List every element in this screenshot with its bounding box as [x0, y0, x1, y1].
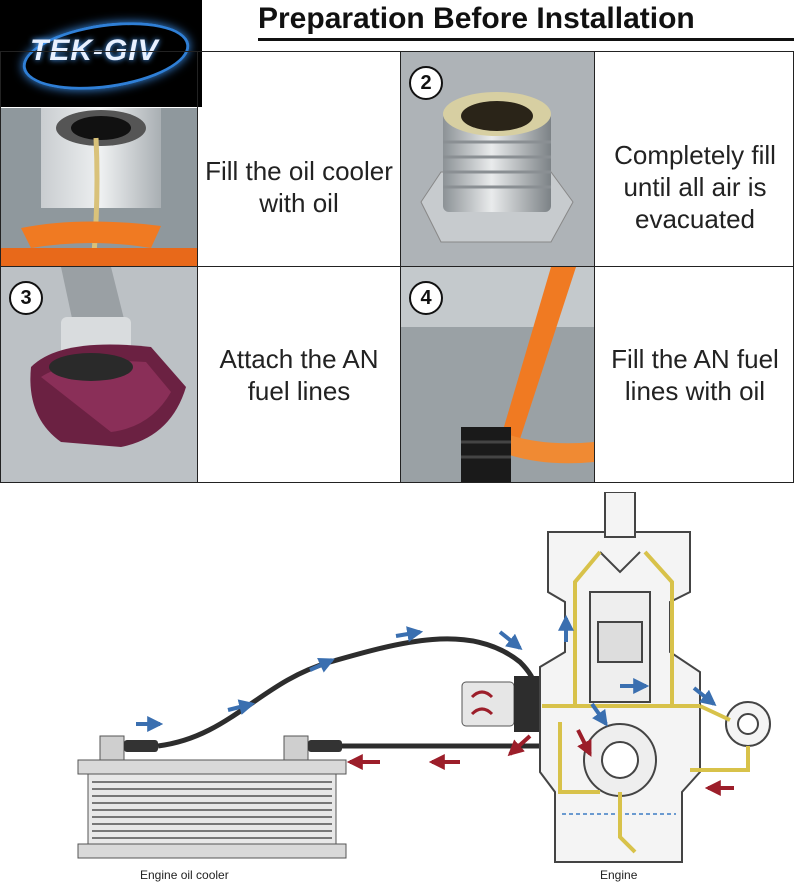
step-4-caption: Fill the AN fuel lines with oil — [611, 343, 779, 406]
supply-hose — [157, 636, 539, 749]
logo-text: TEK-GIV — [30, 34, 159, 67]
step-3-badge: 3 — [9, 281, 43, 315]
engine-label: Engine — [600, 868, 638, 882]
oil-passages — [542, 550, 750, 854]
step-3-caption: Attach the AN fuel lines — [219, 343, 379, 406]
return-flow-arrows — [346, 729, 734, 796]
title-underline — [258, 38, 794, 41]
oil-flow-diagram: Engine oil cooler Engine — [0, 491, 800, 886]
step-2-badge: 2 — [409, 66, 443, 100]
supply-flow-arrows — [136, 614, 717, 732]
adapter-block-icon — [461, 676, 542, 732]
oil-cooler-icon — [77, 735, 347, 859]
page-title: Preparation Before Installation — [258, 2, 695, 35]
step-1-caption: Fill the oil cooler with oil — [205, 156, 393, 218]
steps-grid: Fill the oil cooler with oil 2 Completel… — [0, 51, 794, 483]
grid-divider — [400, 52, 401, 482]
step-4-badge: 4 — [409, 281, 443, 315]
oil-flow-illustration — [77, 491, 771, 863]
step-1-photo — [1, 108, 197, 266]
grid-divider — [197, 52, 198, 482]
step-2-caption: Completely fill until all air is evacuat… — [614, 140, 776, 234]
engine-icon — [539, 491, 771, 863]
oil-cooler-label: Engine oil cooler — [140, 868, 229, 882]
grid-divider — [1, 266, 793, 267]
grid-divider — [594, 52, 595, 482]
brand-logo: TEK-GIV — [0, 0, 202, 107]
